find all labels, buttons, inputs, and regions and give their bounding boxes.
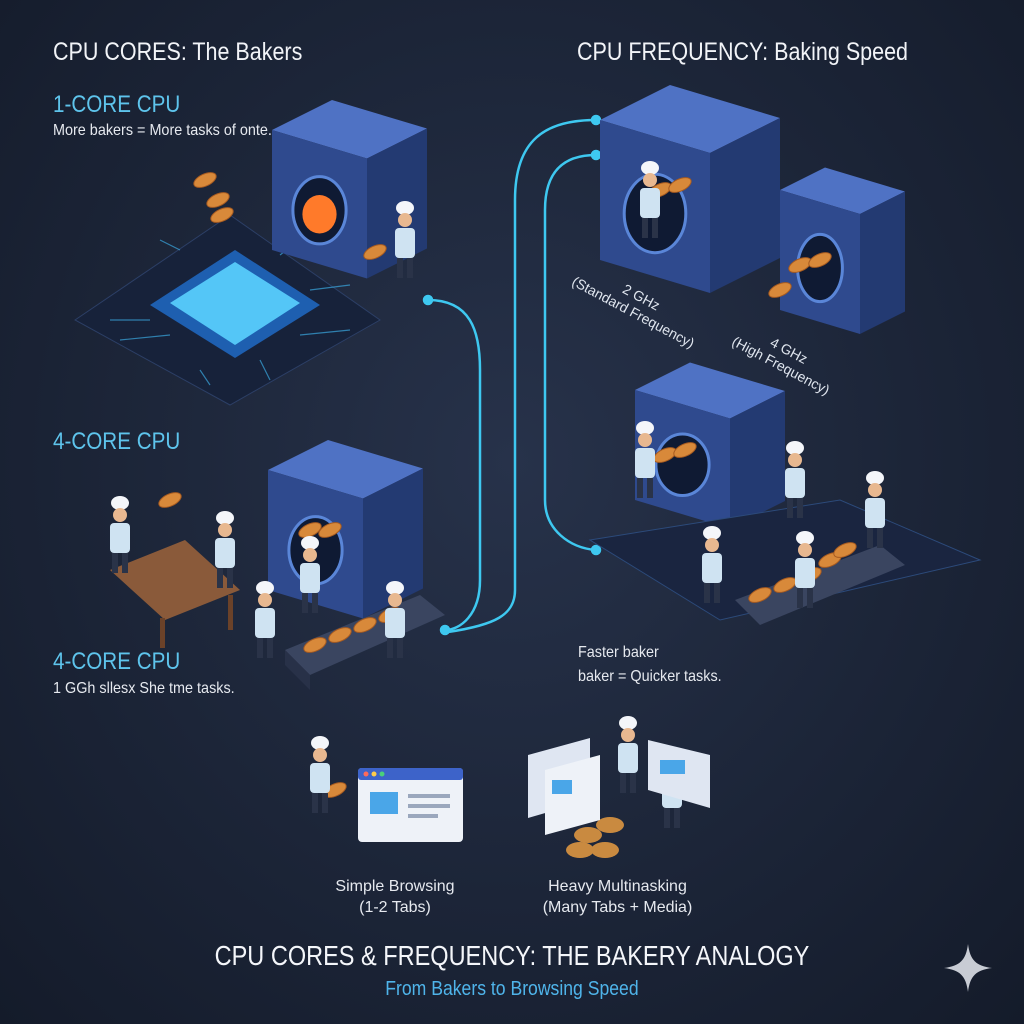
simple-browsing-detail: (1-2 Tabs)	[359, 899, 431, 916]
bread-stack	[591, 842, 619, 858]
connector-line	[427, 298, 482, 632]
circuit-board	[74, 214, 381, 406]
bread-stack	[574, 827, 602, 843]
bread-loaf	[668, 177, 692, 193]
simple-browsing-title: Simple Browsing	[335, 878, 455, 895]
four-core-label-secondary: 4-CORE CPU	[53, 648, 181, 675]
chef	[255, 581, 275, 658]
bread-loaf	[768, 282, 792, 298]
bread-loaf	[353, 617, 377, 633]
heavy-multitasking-title: Heavy Multinasking	[548, 878, 687, 895]
chef	[785, 441, 805, 518]
chef	[795, 531, 815, 608]
footer-subtitle-text: From Bakers to Browsing Speed	[385, 978, 639, 1000]
simple-browsing-window-icon	[358, 768, 463, 842]
chef	[395, 201, 415, 278]
bread-loaf	[303, 637, 327, 653]
oven	[780, 167, 905, 334]
four-core-label: 4-CORE CPU	[53, 428, 181, 455]
connector-lines	[422, 114, 602, 636]
chef	[640, 161, 660, 238]
bread-loaf	[158, 492, 182, 508]
bread-loaf	[298, 522, 322, 538]
bread-loaves	[158, 172, 857, 858]
multitasking-windows-icon	[528, 738, 710, 835]
footer-title-text: CPU CORES & FREQUENCY: THE BAKERY ANALOG…	[214, 940, 810, 971]
chef	[635, 421, 655, 498]
frequency-section-header: CPU FREQUENCY: Baking Speed	[577, 38, 909, 66]
chef	[702, 526, 722, 603]
bread-loaf	[210, 207, 234, 223]
oven-door	[654, 432, 711, 498]
chef	[110, 496, 130, 573]
simple-browsing-caption: Simple Browsing (1-2 Tabs)	[315, 876, 475, 918]
four-core-description: 1 GGh sllesx She tme tasks.	[53, 680, 235, 697]
connector-line	[543, 153, 597, 552]
tables-and-conveyors	[110, 499, 982, 690]
bread-loaf	[673, 442, 697, 458]
bread-loaf	[833, 542, 857, 558]
connector-dot	[590, 544, 602, 556]
faster-baker-line2: baker = Quicker tasks.	[578, 668, 722, 685]
cores-section-header: CPU CORES: The Bakers	[53, 38, 303, 66]
sparkle-icon	[944, 944, 992, 992]
connector-dot	[439, 624, 451, 636]
chef	[865, 471, 885, 548]
bread-stack	[596, 817, 624, 833]
heavy-multitasking-detail: (Many Tabs + Media)	[542, 899, 693, 916]
chef	[385, 581, 405, 658]
bread-loaf	[748, 587, 772, 603]
chef	[310, 736, 330, 813]
chef	[215, 511, 235, 588]
faster-baker-line1: Faster baker	[578, 644, 659, 661]
one-core-label: 1-CORE CPU	[53, 91, 181, 118]
bread-loaf	[363, 244, 387, 260]
connector-line	[447, 118, 597, 634]
footer-subtitle: From Bakers to Browsing Speed	[0, 978, 1024, 1001]
bread-loaf	[206, 192, 230, 208]
footer-title: CPU CORES & FREQUENCY: THE BAKERY ANALOG…	[0, 940, 1024, 972]
connector-dot	[590, 114, 602, 126]
chef	[300, 536, 320, 613]
oven	[600, 85, 780, 293]
bread-loaf	[318, 522, 342, 538]
connector-dot	[590, 149, 602, 161]
oven	[272, 100, 427, 279]
bread-loaf	[808, 252, 832, 268]
oven	[635, 362, 785, 529]
cpu-chip	[170, 262, 300, 345]
connector-dot	[422, 294, 434, 306]
bread-loaf	[193, 172, 217, 188]
heavy-multitasking-caption: Heavy Multinasking (Many Tabs + Media)	[530, 876, 705, 918]
chef	[618, 716, 638, 793]
one-core-description: More bakers = More tasks of onte.	[53, 122, 272, 139]
bread-stack	[566, 842, 594, 858]
bread-loaf	[328, 627, 352, 643]
